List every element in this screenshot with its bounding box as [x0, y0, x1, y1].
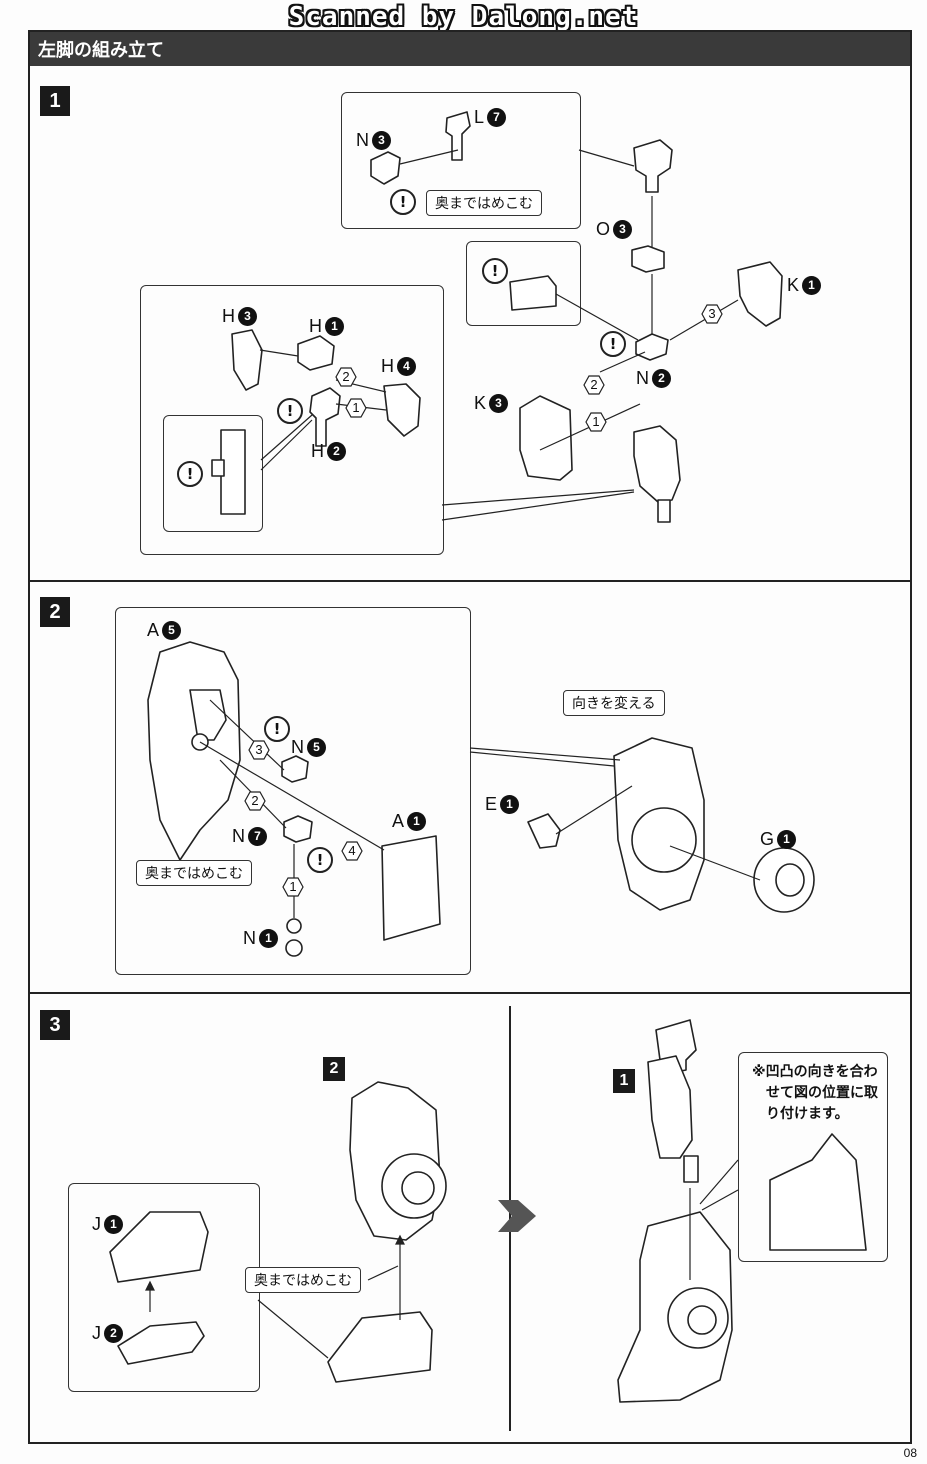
detail-box-joint [466, 241, 581, 326]
order-marker: 2 [335, 367, 357, 387]
page-number: 08 [903, 1446, 917, 1460]
step-divider [30, 580, 910, 582]
order-marker: 2 [244, 791, 266, 811]
note-push-in: 奥まではめこむ [136, 860, 252, 886]
detail-box-shoulder [341, 92, 581, 229]
caution-icon: ! [482, 258, 508, 284]
order-marker: 4 [341, 841, 363, 861]
detail-box-peg [163, 415, 263, 532]
order-marker: 2 [583, 375, 605, 395]
detail-box-knee [140, 285, 444, 555]
step-ref-1: 1 [613, 1069, 635, 1093]
step-ref-2: 2 [323, 1057, 345, 1081]
order-marker: 1 [585, 412, 607, 432]
step-number-1: 1 [40, 86, 70, 116]
caution-icon: ! [177, 461, 203, 487]
note-push-in: 奥まではめこむ [245, 1267, 361, 1293]
step-number-2: 2 [40, 597, 70, 627]
section-title: 左脚の組み立て [38, 40, 164, 61]
watermark: Scanned by Dalong.net [288, 2, 639, 32]
section-header: 左脚の組み立て [30, 32, 910, 66]
caution-icon: ! [390, 189, 416, 215]
caution-icon: ! [277, 398, 303, 424]
detail-box-thigh [115, 607, 471, 975]
caution-icon: ! [600, 331, 626, 357]
page-frame [28, 30, 912, 1444]
detail-box-align [738, 1052, 888, 1262]
note-alignment: ※凹凸の向きを合わ せて図の位置に取 り付けます。 [752, 1064, 878, 1122]
caution-icon: ! [264, 716, 290, 742]
order-marker: 3 [248, 740, 270, 760]
order-marker: 1 [345, 398, 367, 418]
order-marker: 3 [701, 304, 723, 324]
caution-icon: ! [307, 847, 333, 873]
step-divider [30, 992, 910, 994]
note-push-in: 奥まではめこむ [426, 190, 542, 216]
step-number-3: 3 [40, 1010, 70, 1040]
note-turn-around: 向きを変える [563, 690, 665, 716]
order-marker: 1 [282, 877, 304, 897]
